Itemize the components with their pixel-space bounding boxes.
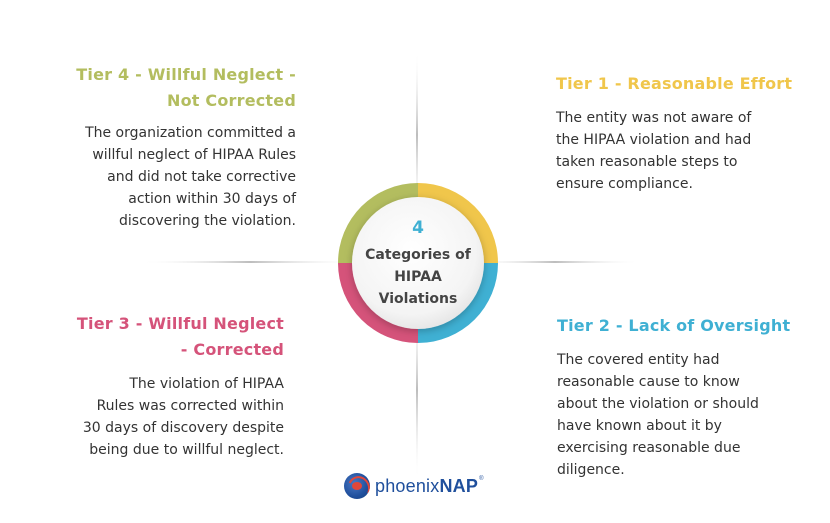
tier4-description: The organization committed a willful neg… (40, 122, 296, 232)
tier3-desc-line: 30 days of discovery despite (82, 420, 284, 436)
phoenixnap-logo: phoenixNAP® (344, 470, 484, 502)
tier3-title-line1: Tier 3 - Willful Neglect (76, 314, 284, 333)
logo-wordmark: phoenixNAP® (375, 476, 484, 497)
tier4-number: 04 (393, 165, 411, 181)
tier2-desc-line: exercising reasonable due (557, 440, 741, 456)
tier1-title-line1: Tier 1 - Reasonable Effort (556, 74, 793, 93)
center-line3: Violations (379, 291, 458, 307)
tier1-desc-line: the HIPAA violation and had (556, 132, 752, 148)
tier4-desc-line: The organization committed a (85, 125, 296, 141)
tier1-title: Tier 1 - Reasonable Effort (556, 71, 816, 97)
tier3-title: Tier 3 - Willful Neglect - Corrected (40, 311, 284, 363)
center-circle (352, 197, 484, 329)
tier2-desc-line: The covered entity had (557, 352, 720, 368)
tier4-desc-line: discovering the violation. (119, 213, 296, 229)
tier4-desc-line: action within 30 days of (128, 191, 296, 207)
tier4-title: Tier 4 - Willful Neglect - Not Corrected (60, 62, 296, 114)
tier1-desc-line: The entity was not aware of (556, 110, 752, 126)
divider-left (140, 261, 360, 263)
tier2-title: Tier 2 - Lack of Oversight (557, 313, 817, 339)
logo-text-bold: NAP (439, 475, 479, 496)
globe-icon (344, 473, 370, 499)
tier2-desc-line: diligence. (557, 462, 625, 478)
tier4-desc-line: and did not take corrective (107, 169, 296, 185)
tier1-description: The entity was not aware of the HIPAA vi… (556, 107, 796, 195)
tier2-desc-line: reasonable cause to know (557, 374, 740, 390)
divider-bottom (416, 300, 418, 480)
tier2-desc-line: have known about it by (557, 418, 722, 434)
tier1-desc-line: taken reasonable steps to (556, 154, 738, 170)
tier2-title-line1: Tier 2 - Lack of Oversight (557, 316, 791, 335)
logo-text-light: phoenix (375, 475, 440, 496)
tier3-number: 03 (316, 272, 334, 288)
tier2-description: The covered entity had reasonable cause … (557, 349, 797, 481)
tier2-desc-line: about the violation or should (557, 396, 759, 412)
tier4-desc-line: willful neglect of HIPAA Rules (92, 147, 296, 163)
tier1-desc-line: ensure compliance. (556, 176, 693, 192)
tier3-desc-line: The violation of HIPAA (129, 376, 284, 392)
tier3-title-line2: - Corrected (180, 340, 284, 359)
center-number: 4 (412, 218, 424, 238)
tier4-title-line2: Not Corrected (166, 91, 296, 110)
tier3-desc-line: Rules was corrected within (96, 398, 284, 414)
tier3-description: The violation of HIPAA Rules was correct… (40, 373, 284, 461)
divider-top (416, 50, 418, 220)
center-line2: HIPAA (394, 269, 442, 285)
logo-trademark: ® (479, 475, 484, 482)
tier2-number: 02 (424, 350, 442, 366)
center-line1: Categories of (365, 247, 472, 263)
tier1-number: 01 (503, 244, 521, 260)
tier4-title-line1: Tier 4 - Willful Neglect - (76, 65, 296, 84)
divider-right (470, 261, 640, 263)
tier3-desc-line: being due to willful neglect. (89, 442, 284, 458)
